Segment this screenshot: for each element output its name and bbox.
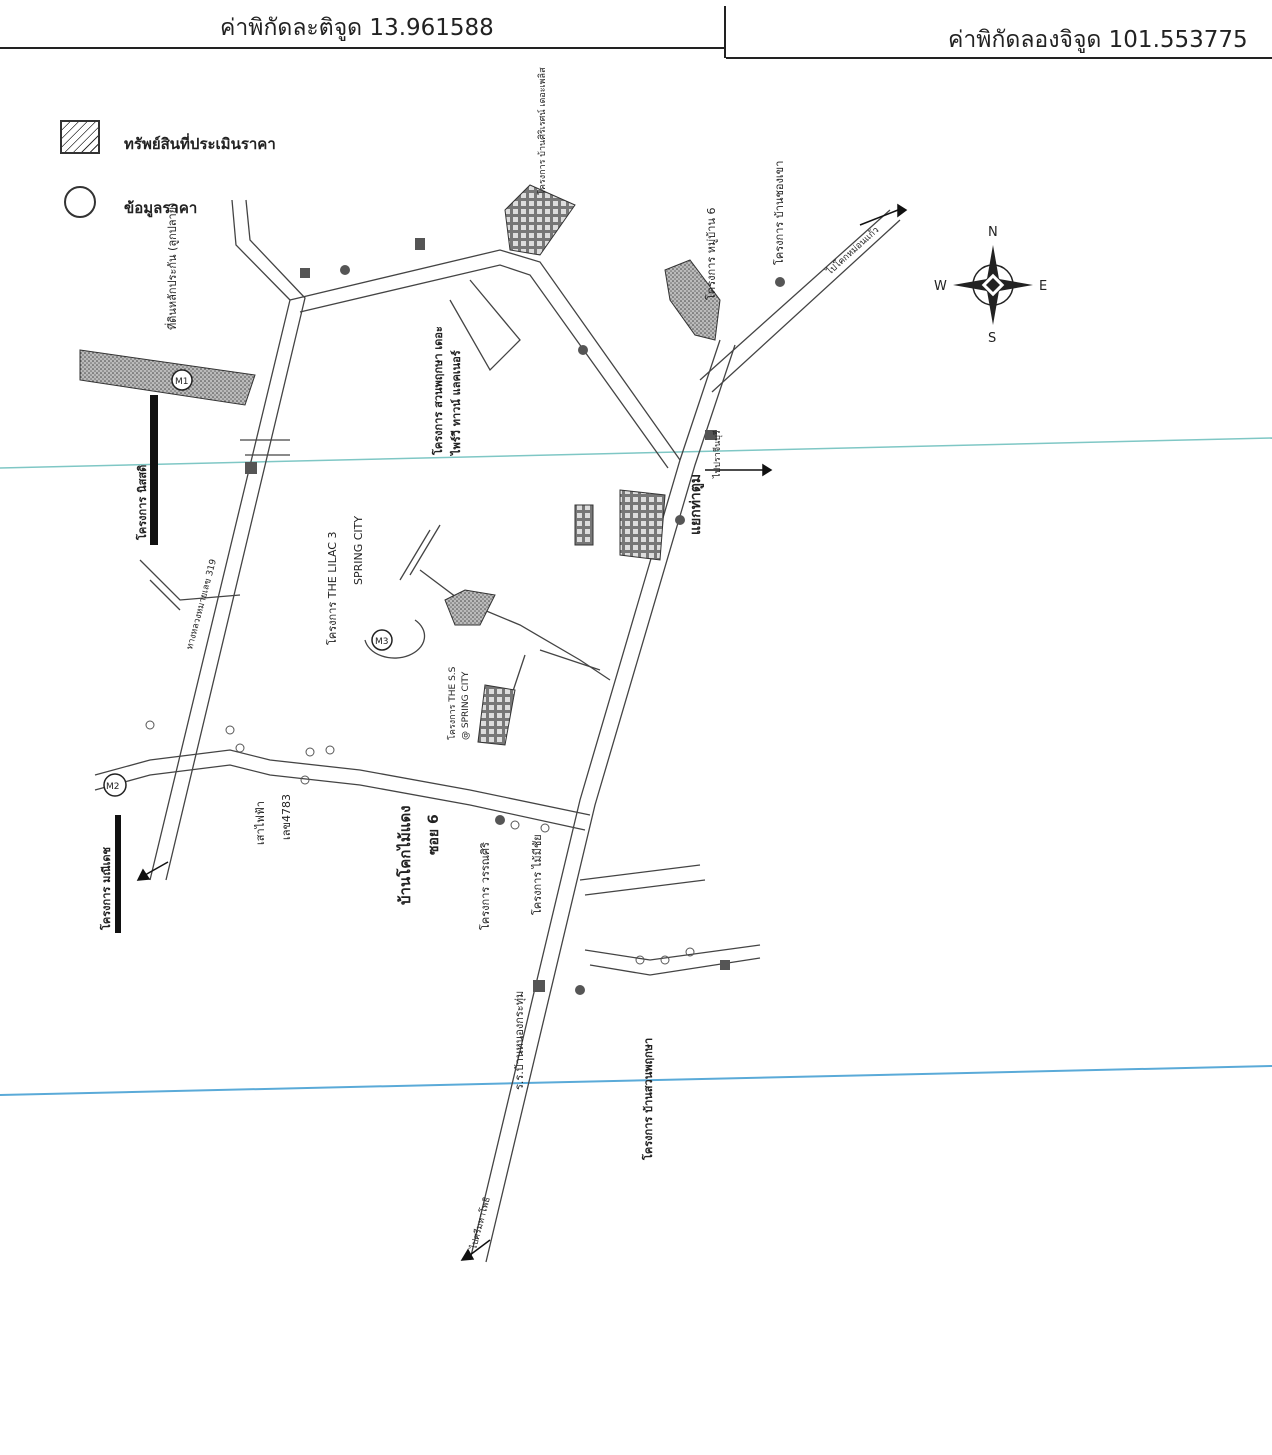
roads [94, 199, 901, 1263]
label-to-north: ไปโคกหม่อนแก้ว [824, 225, 881, 278]
label-to-sikhio: ไปศรีมหาโพธิ [468, 1196, 493, 1252]
project-block-village6 [664, 259, 721, 341]
label-subject-property: ที่ดินหลักประกัน (ลูกปลาย) [164, 203, 179, 330]
road-north-branch [449, 279, 521, 372]
subject-property-parcel [79, 349, 256, 406]
label-junction: แยกท่าตูม [688, 474, 704, 535]
label-project-north: โครงการ นิสสดิ [135, 465, 149, 541]
label-wanasiri: โครงการ วรรณศิริ [478, 842, 492, 930]
label-village-top: โครงการ บ้านศิริเรศน์ เดอะเพลิส [536, 67, 548, 195]
m3-label: M3 [375, 637, 389, 647]
label-village-6: โครงการ หมู่บ้าน 6 [704, 208, 718, 300]
latitude-label: ค่าพิกัดละติจูด 13.961588 [220, 15, 494, 41]
road-main [469, 339, 721, 1261]
project-block-small [574, 504, 594, 546]
road-lower-branch-2 [584, 944, 761, 976]
label-spring-city-2: @ SPRING CITY [461, 671, 471, 740]
longitude-label: ค่าพิกัดลองจิจูด 101.553775 [948, 27, 1248, 53]
road-top-edge [299, 264, 669, 469]
coordinates-header: ค่าพิกัดละติจูด 13.961588 ค่าพิกัดลองจิจ… [0, 0, 1272, 70]
compass-w: W [934, 279, 947, 294]
m3-marker [371, 629, 393, 651]
road-top [289, 249, 681, 461]
building-icons [245, 238, 785, 995]
label-privy: ไพร์วี ทาวน์ แลคเนอร์ [449, 350, 463, 457]
label-suan-phruksa: โครงการ สวนพฤกษา เดอะ [431, 326, 445, 456]
road-spring-city-2 [509, 649, 601, 701]
m1-marker [171, 369, 193, 391]
m2-marker [103, 773, 127, 797]
label-lilac: โครงการ THE LILAC 3 [325, 532, 339, 646]
road-middle [94, 749, 591, 816]
label-the-s: โครงการ THE S.S [447, 666, 458, 740]
project-block-spring [444, 589, 496, 626]
scan-line-upper [0, 437, 1272, 469]
label-ban-khok-mai-daeng: บ้านโคกไม้แดง [395, 805, 414, 905]
compass-rose [953, 245, 1033, 325]
label-highway-left: ทางหลวงหมายเลข 319 [185, 558, 219, 651]
label-ban-suan: โครงการ บ้านสวนพฤกษา [641, 1038, 655, 1161]
price-markers [145, 720, 695, 965]
road-northeast [699, 209, 891, 381]
m1-label: M1 [175, 377, 189, 387]
road-main-edge [485, 344, 736, 1263]
road-left-branch [139, 559, 241, 611]
label-south-west-project: โครงการ มณีเดช [99, 847, 113, 931]
header-divider-left [0, 47, 726, 49]
label-power-pole: เสาไฟฟ้า [254, 801, 267, 845]
label-spring-city: SPRING CITY [352, 516, 365, 585]
legend-appraised-label: ทรัพย์สินที่ประเมินราคา [124, 135, 276, 153]
road-spring-loop [364, 619, 426, 659]
header-divider-right [726, 57, 1272, 59]
road-lower-branch [579, 864, 706, 896]
project-block-top [504, 184, 576, 256]
hatched-legend-swatch [60, 120, 100, 154]
direction-arrows [136, 203, 908, 1261]
label-village-right: โครงการ บ้านชองเขา [772, 161, 786, 265]
compass-s: S [988, 331, 996, 346]
compass-n: N [988, 225, 998, 240]
label-school: ร.ร.บ้านหนองกระทุ่ม [513, 991, 526, 1090]
m2-label: M2 [106, 782, 120, 792]
project-block-center [619, 489, 666, 561]
header-divider-vertical [724, 6, 726, 58]
label-mai-mi-chai: โครงการ ไม้มีชัย [530, 834, 544, 915]
road-west-branch [240, 439, 290, 456]
compass-e: E [1039, 279, 1047, 294]
road-northeast-edge [711, 219, 901, 393]
road-spring-city [399, 524, 611, 681]
road-left-highway-edge [165, 199, 306, 881]
project-bar-southwest [115, 815, 121, 933]
scan-line-lower [0, 1065, 1272, 1096]
road-left-highway [149, 199, 291, 881]
legend-price-label: ข้อมูลราคา [124, 199, 198, 217]
label-pole-no: เลข4783 [280, 794, 293, 840]
road-middle-edge [94, 764, 586, 831]
label-soi-6: ซอย 6 [426, 814, 442, 855]
project-bar-north [150, 395, 158, 545]
circle-legend-icon [64, 186, 96, 218]
project-block-the-s [477, 684, 516, 746]
label-to-prachinburi: ไปปราจีนบุรี [712, 430, 723, 479]
